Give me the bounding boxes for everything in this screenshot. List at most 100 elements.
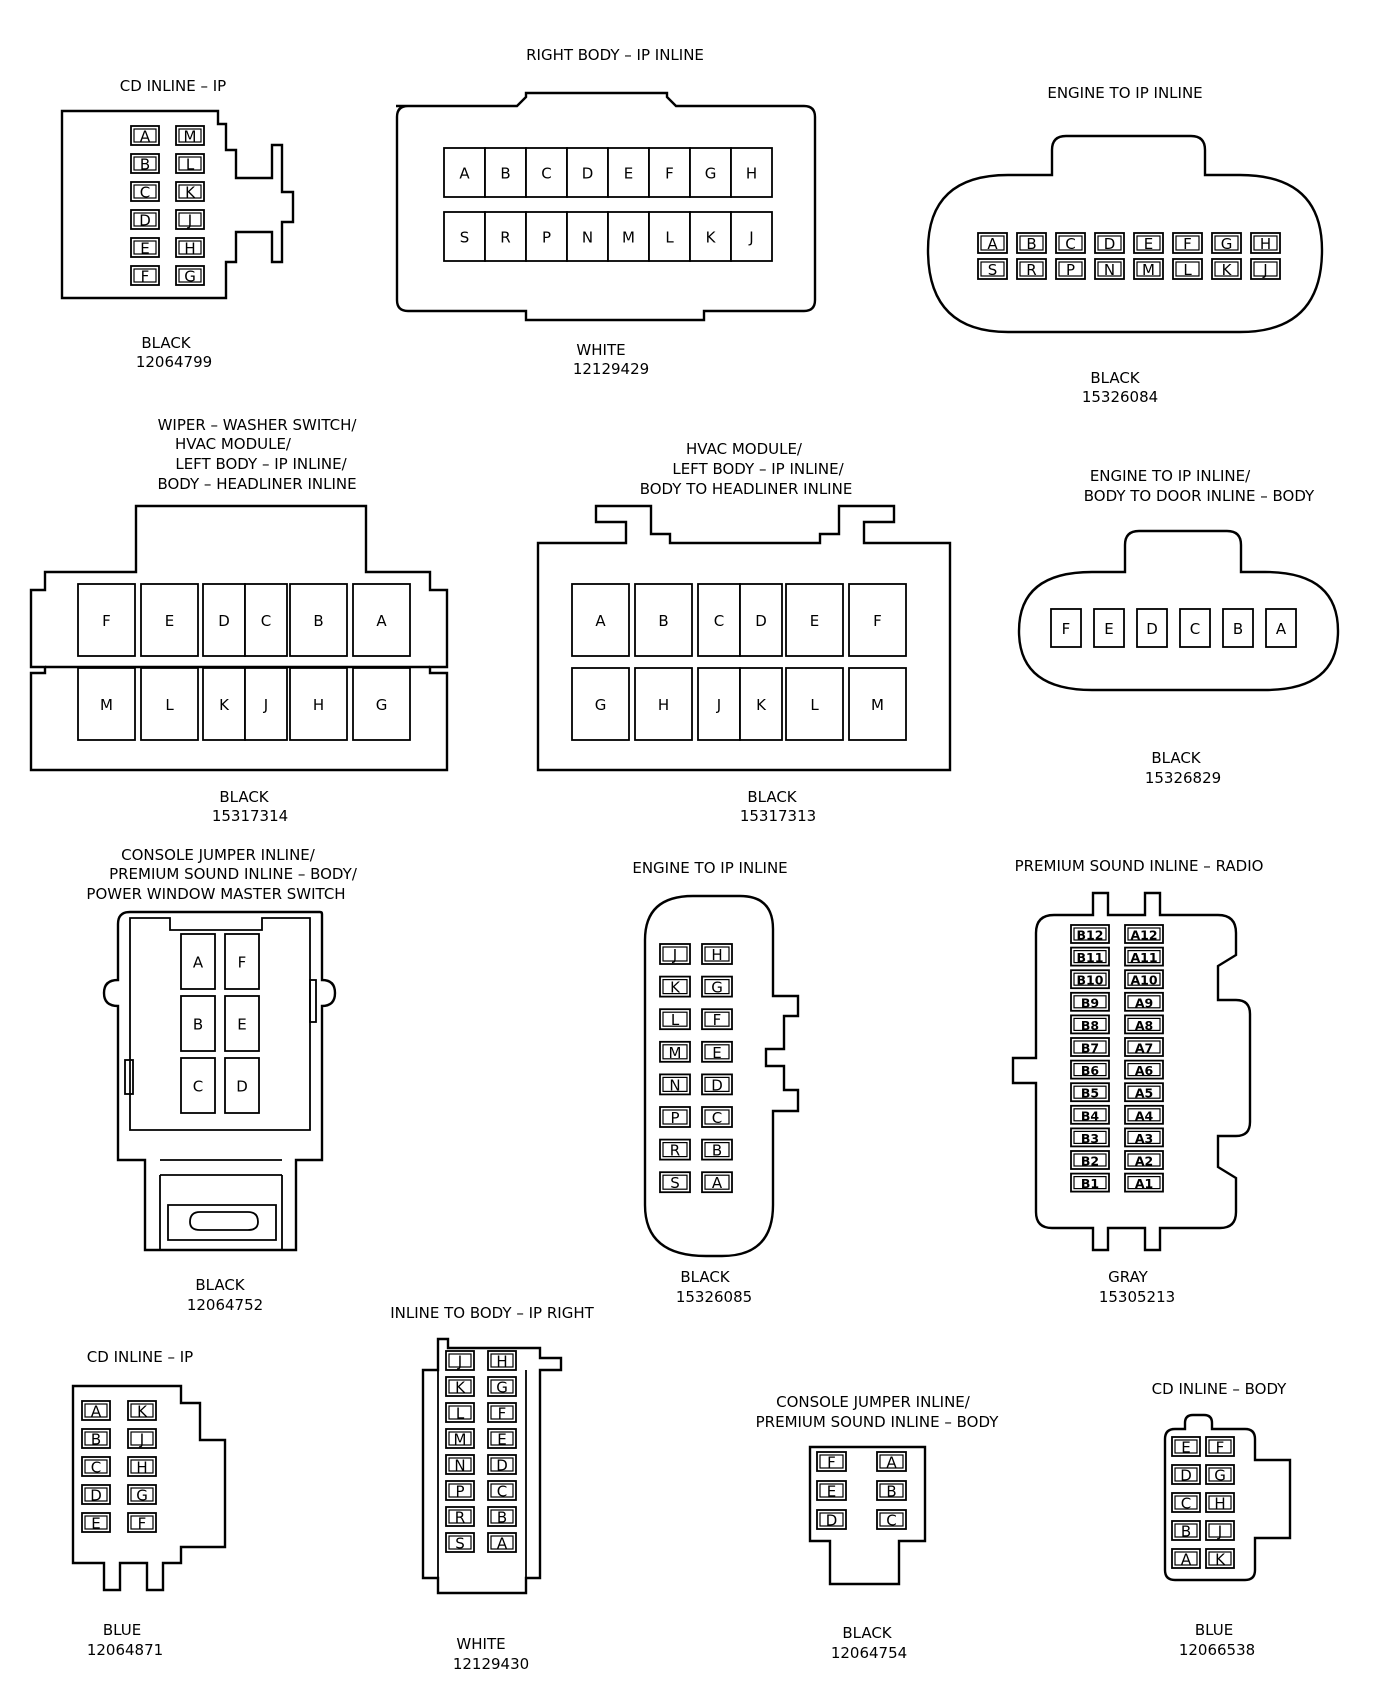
connector-title: ENGINE TO IP INLINE	[1047, 84, 1202, 102]
pin-label: B9	[1081, 995, 1099, 1010]
pin-J: J	[127, 1428, 157, 1449]
pin-label: G	[496, 1379, 508, 1397]
pin-label: F	[138, 1515, 147, 1533]
pin-label: A	[987, 235, 998, 253]
pin-C: C	[701, 1106, 733, 1128]
pin-S: S	[445, 1532, 475, 1553]
connector-color: BLACK	[1090, 369, 1140, 387]
pin-A6: A6	[1124, 1059, 1164, 1080]
pin-label: A6	[1135, 1063, 1154, 1078]
pin-A: A	[571, 583, 630, 657]
pin-label: N	[1104, 261, 1115, 279]
pin-label: B5	[1081, 1086, 1099, 1101]
connector-color: BLACK	[680, 1268, 730, 1286]
connector-hvac-module-black: HVAC MODULE/ LEFT BODY – IP INLINE/ BODY…	[536, 440, 952, 825]
pin-N: N	[566, 211, 609, 262]
pin-B: B	[81, 1428, 111, 1449]
connector-title: CD INLINE – IP	[120, 77, 226, 95]
pin-label: F	[238, 954, 247, 972]
pin-label: B	[1181, 1523, 1191, 1541]
connector-title: CD INLINE – BODY	[1152, 1380, 1288, 1398]
pin-label: K	[137, 1403, 148, 1421]
pin-B: B	[484, 147, 527, 198]
pin-C: C	[81, 1456, 111, 1477]
pin-label: A	[140, 128, 151, 146]
pin-N: N	[1094, 258, 1125, 280]
pin-F: F	[487, 1402, 517, 1423]
pin-label: L	[810, 696, 819, 714]
pin-label: C	[91, 1459, 101, 1477]
connector-title-line: CONSOLE JUMPER INLINE/	[776, 1393, 971, 1411]
pin-S: S	[659, 1171, 691, 1194]
pin-R: R	[484, 211, 527, 262]
pin-label: C	[1190, 620, 1200, 638]
connector-title: RIGHT BODY – IP INLINE	[526, 46, 704, 64]
pin-label: L	[186, 156, 195, 174]
pin-F: F	[127, 1512, 157, 1533]
pin-label: M	[184, 128, 197, 146]
pin-J: J	[445, 1350, 475, 1371]
pin-label: D	[1104, 235, 1116, 253]
pin-A2: A2	[1124, 1150, 1164, 1170]
pin-label: F	[1216, 1439, 1225, 1457]
pin-label: A5	[1135, 1086, 1153, 1101]
pin-label: K	[455, 1379, 466, 1397]
pin-label: M	[100, 696, 113, 714]
pin-A4: A4	[1124, 1104, 1164, 1125]
pin-label: C	[712, 1109, 722, 1127]
pin-H: H	[634, 667, 693, 741]
pin-K: K	[689, 211, 732, 262]
pin-label: B12	[1077, 928, 1104, 943]
pin-F: F	[1050, 608, 1082, 648]
pin-label: E	[624, 165, 633, 183]
pin-F: F	[816, 1451, 847, 1472]
connector-engine-ip-body-door-black: ENGINE TO IP INLINE/ BODY TO DOOR INLINE…	[1017, 467, 1340, 787]
pin-L: L	[659, 1008, 691, 1031]
pin-label: G	[1214, 1467, 1226, 1485]
pin-label: P	[455, 1483, 464, 1501]
pin-K: K	[1205, 1548, 1235, 1569]
pin-A9: A9	[1124, 991, 1164, 1012]
pin-label: B3	[1081, 1131, 1099, 1146]
pin-label: B	[140, 156, 150, 174]
pin-label: J	[187, 212, 192, 230]
pin-A11: A11	[1124, 946, 1164, 967]
pin-H: H	[127, 1456, 157, 1477]
pin-label: B2	[1081, 1154, 1099, 1169]
pin-label: A8	[1135, 1018, 1153, 1033]
part-number: 15317313	[740, 807, 816, 825]
pin-C: C	[487, 1480, 517, 1501]
connector-color: BLACK	[219, 788, 269, 806]
pin-C: C	[1179, 608, 1211, 648]
connector-title: ENGINE TO IP INLINE	[632, 859, 787, 877]
pin-label: R	[670, 1142, 680, 1160]
pin-F: F	[1205, 1436, 1235, 1457]
pin-B6: B6	[1070, 1059, 1110, 1080]
pin-label: A	[376, 612, 387, 630]
pin-label: A12	[1130, 928, 1157, 943]
pin-label: D	[826, 1512, 838, 1530]
pin-label: G	[376, 696, 388, 714]
pin-label: J	[672, 946, 677, 964]
pin-label: C	[497, 1483, 507, 1501]
pin-label: J	[1262, 261, 1267, 279]
connector-console-jumper-inline-black: CONSOLE JUMPER INLINE/ PREMIUM SOUND INL…	[756, 1393, 1000, 1662]
pin-B1: B1	[1070, 1172, 1110, 1193]
pin-E: E	[1171, 1436, 1201, 1457]
pin-label: M	[1142, 261, 1155, 279]
pin-label: M	[622, 229, 635, 247]
pin-F: F	[130, 265, 160, 286]
pin-E: E	[785, 583, 844, 657]
pin-B: B	[487, 1506, 517, 1527]
pin-label: N	[669, 1076, 680, 1094]
pin-P: P	[659, 1106, 691, 1128]
connector-title-line: HVAC MODULE/	[175, 435, 292, 453]
pin-label: H	[313, 696, 324, 714]
